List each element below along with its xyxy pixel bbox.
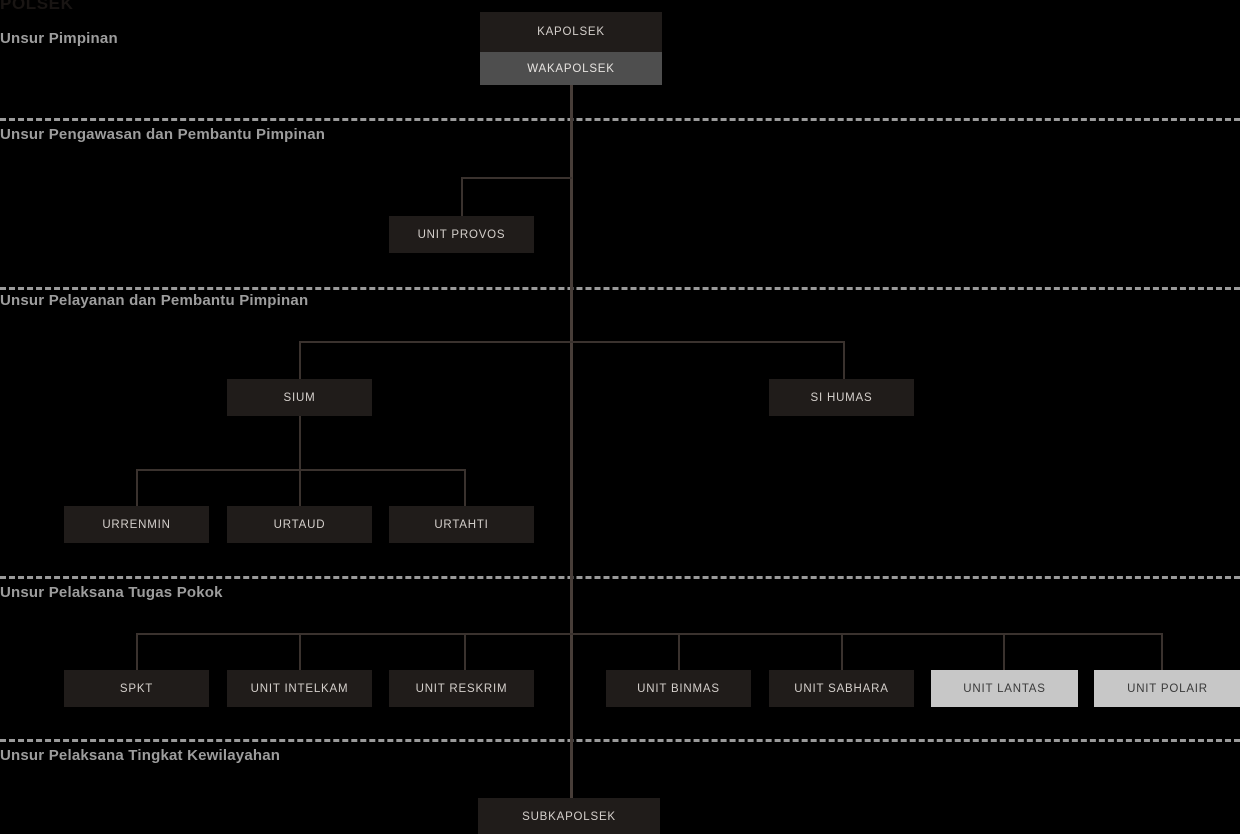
- node-urrenmin[interactable]: URRENMIN: [64, 506, 209, 543]
- connector-sium-stem: [299, 416, 301, 469]
- connector-urtahti-drop: [464, 469, 466, 506]
- connector-sihumas-drop: [843, 341, 845, 379]
- connector-pelaksana-bus: [136, 633, 1163, 635]
- section-label-pelayanan: Unsur Pelayanan dan Pembantu Pimpinan: [0, 292, 309, 309]
- section-label-pimpinan: Unsur Pimpinan: [0, 30, 118, 47]
- node-wakapolsek[interactable]: WAKAPOLSEK: [480, 52, 662, 85]
- section-label-pelaksana: Unsur Pelaksana Tugas Pokok: [0, 584, 223, 601]
- divider-pengawasan: [0, 118, 1240, 121]
- divider-pelaksana: [0, 576, 1240, 579]
- connector-spkt-drop: [136, 633, 138, 670]
- connector-unit-binmas-drop: [678, 633, 680, 670]
- divider-pelayanan: [0, 287, 1240, 290]
- connector-provos-horizontal: [461, 177, 572, 179]
- node-spkt[interactable]: SPKT: [64, 670, 209, 707]
- connector-unit-reskrim-drop: [464, 633, 466, 670]
- node-unit-lantas[interactable]: UNIT LANTAS: [931, 670, 1078, 707]
- node-unit-binmas[interactable]: UNIT BINMAS: [606, 670, 751, 707]
- connector-unit-intelkam-drop: [299, 633, 301, 670]
- connector-urtaud-drop: [299, 469, 301, 506]
- connector-unit-polair-drop: [1161, 633, 1163, 670]
- node-unit-sabhara[interactable]: UNIT SABHARA: [769, 670, 914, 707]
- node-kapolsek[interactable]: KAPOLSEK: [480, 12, 662, 52]
- node-si-humas[interactable]: SI HUMAS: [769, 379, 914, 416]
- node-urtaud[interactable]: URTAUD: [227, 506, 372, 543]
- node-sium[interactable]: SIUM: [227, 379, 372, 416]
- connector-unit-lantas-drop: [1003, 633, 1005, 670]
- spine-main: [570, 85, 573, 800]
- node-subkapolsek[interactable]: SUBKAPOLSEK: [478, 798, 660, 834]
- node-unit-polair[interactable]: UNIT POLAIR: [1094, 670, 1240, 707]
- section-label-pengawasan: Unsur Pengawasan dan Pembantu Pimpinan: [0, 126, 326, 143]
- connector-sium-drop: [299, 341, 301, 379]
- node-urtahti[interactable]: URTAHTI: [389, 506, 534, 543]
- connector-pelayanan-bus: [299, 341, 845, 343]
- node-unit-reskrim[interactable]: UNIT RESKRIM: [389, 670, 534, 707]
- connector-provos-vertical: [461, 177, 463, 216]
- node-unit-intelkam[interactable]: UNIT INTELKAM: [227, 670, 372, 707]
- connector-urrenmin-drop: [136, 469, 138, 506]
- connector-unit-sabhara-drop: [841, 633, 843, 670]
- node-unit-provos[interactable]: UNIT PROVOS: [389, 216, 534, 253]
- page-title: POLSEK: [0, 0, 74, 13]
- divider-kewilayahan: [0, 739, 1240, 742]
- section-label-kewilayahan: Unsur Pelaksana Tingkat Kewilayahan: [0, 747, 281, 764]
- connector-ur-bus: [136, 469, 466, 471]
